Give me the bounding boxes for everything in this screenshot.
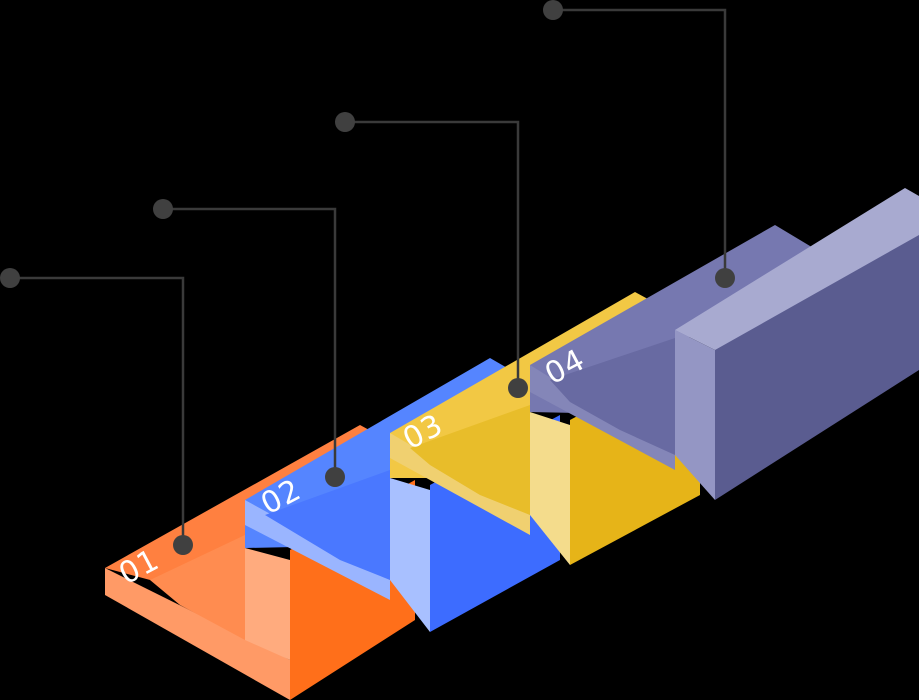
step-01-tread-highlight xyxy=(150,535,245,640)
leader-04 xyxy=(543,0,735,288)
leader-04-start-dot xyxy=(543,0,563,20)
step-01-front-face xyxy=(105,568,290,700)
leader-01 xyxy=(0,268,193,555)
leader-03-start-dot xyxy=(335,112,355,132)
leader-02-line xyxy=(163,207,337,477)
step-03-riser xyxy=(530,412,570,565)
step-02-riser xyxy=(390,478,430,632)
leader-lines xyxy=(0,0,735,555)
step-04-tall-top xyxy=(675,188,919,350)
leader-03-line xyxy=(345,120,520,388)
step-04-tread-fill xyxy=(550,338,675,455)
leader-01-line xyxy=(10,276,185,545)
step-04-riser xyxy=(675,330,715,500)
leader-04-line xyxy=(553,8,727,278)
leader-02 xyxy=(153,199,345,487)
step-04-block: 04 xyxy=(530,188,919,500)
leader-01-end-dot xyxy=(173,535,193,555)
leader-02-start-dot xyxy=(153,199,173,219)
step-02-front-light xyxy=(245,500,390,600)
leader-03-end-dot xyxy=(508,378,528,398)
step-04-right-face xyxy=(715,215,919,500)
leader-01-start-dot xyxy=(0,268,20,288)
leader-03 xyxy=(335,112,528,398)
leader-02-end-dot xyxy=(325,467,345,487)
leader-04-end-dot xyxy=(715,268,735,288)
step-02-tread-fill xyxy=(265,470,390,580)
step-03-tread-fill xyxy=(410,405,530,515)
step-01-riser xyxy=(245,548,290,660)
